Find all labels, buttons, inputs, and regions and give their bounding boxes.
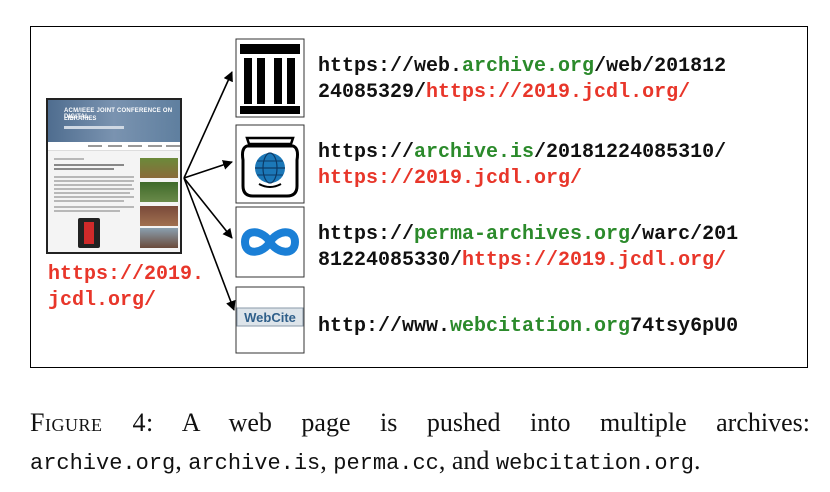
thumbnail-subtitle-bar <box>64 126 124 129</box>
figure-frame <box>30 26 808 368</box>
arrow-to-perma <box>183 177 233 239</box>
caption-line1: Figure 4: A web page is pushed into mult… <box>30 408 810 437</box>
archive-is-icon <box>235 124 305 204</box>
thumbnail-photo-2 <box>140 182 178 202</box>
archive-is-url: https://archive.is/20181224085310/ https… <box>318 141 727 190</box>
figure-caption: Figure 4: A web page is pushed into mult… <box>30 404 810 483</box>
thumbnail-photo-1 <box>140 158 178 178</box>
thumbnail-photo-3 <box>140 206 178 226</box>
thumbnail-banner: ACM/IEEE JOINT CONFERENCE ON DIGITAL LIB… <box>48 100 180 142</box>
caption-line2: archive.org, archive.is, perma.cc, and w… <box>30 446 701 476</box>
archive-org-url: https://web.archive.org/web/201812 24085… <box>318 55 727 104</box>
thumbnail-nav <box>48 142 180 151</box>
arrow-to-archive-is <box>183 160 233 179</box>
source-url: https://2019. jcdl.org/ <box>48 263 205 312</box>
perma-url: https://perma-archives.org/warc/201 8122… <box>318 223 739 272</box>
archive-org-icon <box>235 38 305 118</box>
perma-icon <box>235 206 305 278</box>
thumbnail-title-line1: ACM/IEEE JOINT CONFERENCE ON DIGITAL <box>64 108 173 120</box>
thumbnail-photo-4 <box>140 228 178 248</box>
webcite-url: http://www.webcitation.org74tsy6pU0 <box>318 315 739 338</box>
web-page-thumbnail: ACM/IEEE JOINT CONFERENCE ON DIGITAL LIB… <box>46 98 182 254</box>
thumbnail-logo <box>78 218 100 248</box>
arrow-to-webcite <box>183 177 236 311</box>
thumbnail-title-line2: LIBRARIES <box>64 116 97 122</box>
arrow-to-archive-org <box>183 71 233 179</box>
webcite-icon: WebCite <box>235 286 305 354</box>
webcite-logo-text: WebCite <box>244 310 296 325</box>
